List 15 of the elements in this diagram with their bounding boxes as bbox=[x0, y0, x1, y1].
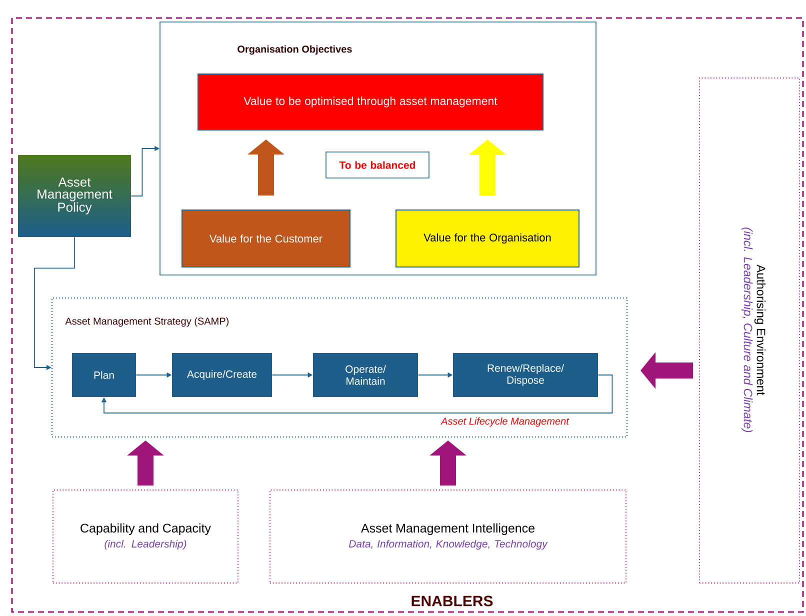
note-box: To be balanced bbox=[326, 152, 430, 178]
policy-box: Asset Management Policy bbox=[18, 155, 131, 237]
environment-box: Authorising Environment (incl. Leadership, Culture and Climate) bbox=[699, 78, 800, 584]
enabler-box: Capability and Capacity (incl. Leadership) bbox=[52, 490, 238, 584]
enabler-box: Asset Management Intelligence Data, Information, Knowledge, Technology bbox=[270, 490, 626, 584]
process-box: Operate/ Maintain bbox=[313, 353, 418, 397]
value-box: Value to be optimised through asset management bbox=[198, 74, 544, 130]
value-box: Value for the Customer bbox=[182, 210, 350, 268]
process-box: Acquire/Create bbox=[172, 353, 272, 397]
node-label: Asset Management Policy bbox=[38, 178, 112, 214]
arrow bbox=[101, 374, 613, 414]
value-box: Value for the Organisation bbox=[396, 210, 580, 268]
edge-label: Asset Lifecycle Management bbox=[440, 416, 570, 428]
process-box: Plan bbox=[72, 353, 136, 397]
process-box: Renew/Replace/ Dispose bbox=[453, 353, 598, 397]
